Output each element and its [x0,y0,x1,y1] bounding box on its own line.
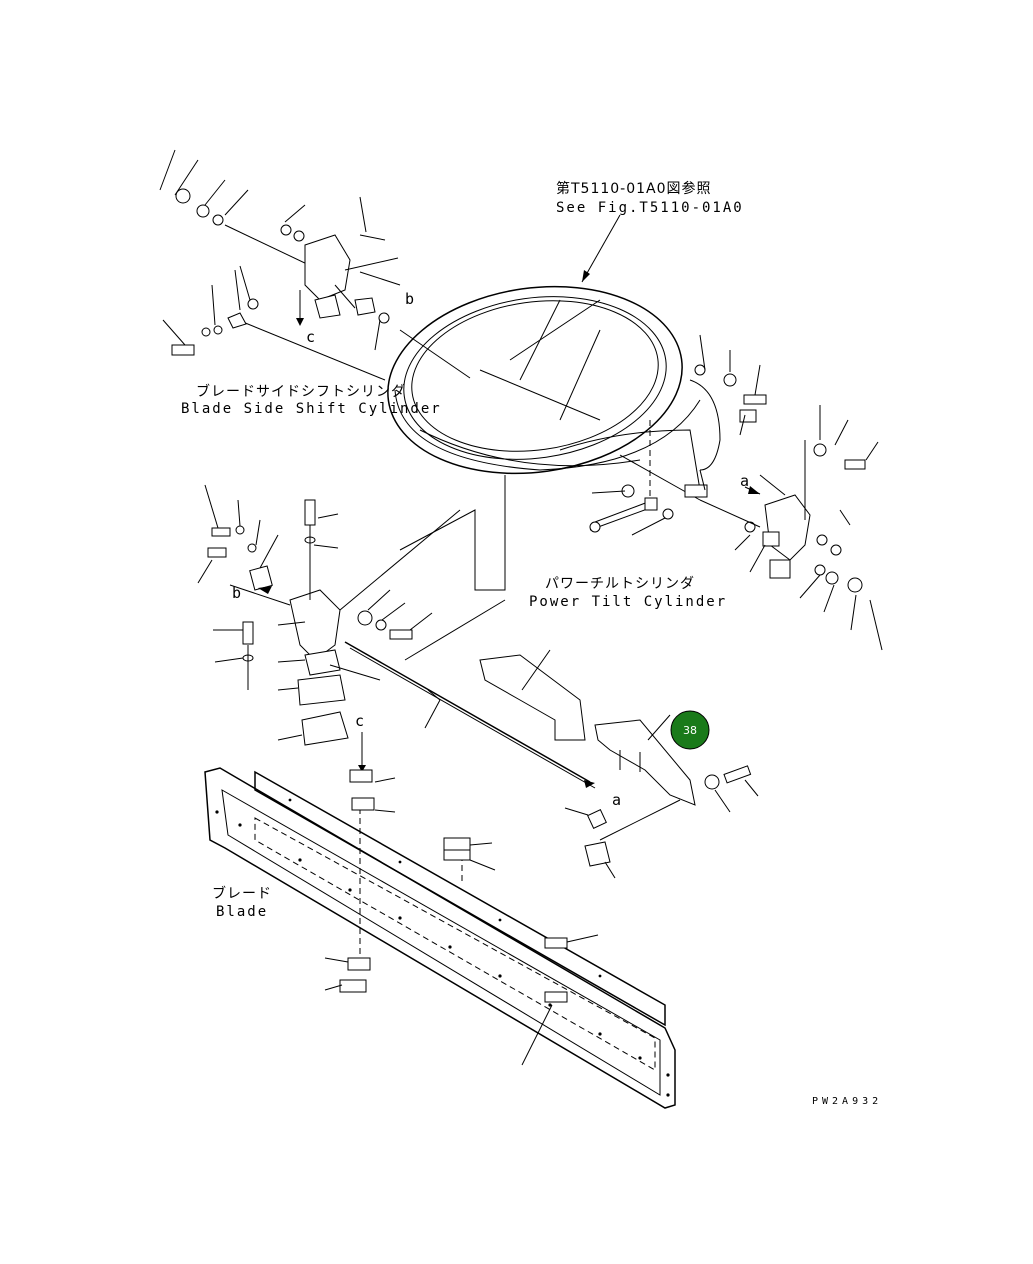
side-shift-label-en: Blade Side Shift Cylinder [181,401,442,417]
power-tilt-label-en: Power Tilt Cylinder [529,594,727,610]
power-tilt-label-jp: パワーチルトシリンダ [545,576,695,592]
ref-c-upper: c [306,328,315,346]
ref-b-upper: b [405,290,414,308]
drawing-code: PW2A932 [812,1096,882,1107]
blade-label-jp: ブレード [212,885,272,902]
ref-a-lower: a [612,791,621,809]
tilt-rod [344,641,596,789]
callout-38[interactable]: 38 [670,710,710,750]
callout-38-number: 38 [683,724,697,737]
see-fig-leader [581,214,621,283]
ref-a-right: a [740,472,749,490]
guard-plates [479,649,759,879]
see-fig-label-en: See Fig.T5110-01A0 [556,200,744,216]
side-shift-cylinder [159,149,401,381]
ref-c-left: c [355,712,364,730]
see-fig-label-jp: 第T5110-01A0図参照 [556,180,712,197]
left-bracket-group [197,484,506,746]
right-bracket-group [684,334,883,651]
power-tilt-cylinder [399,420,674,591]
ref-b-left: b [232,584,241,602]
circle-assembly [387,285,721,501]
blade [204,767,676,1109]
side-shift-label-jp: ブレードサイドシフトシリンダ [196,383,406,400]
blade-label-en: Blade [216,904,268,920]
